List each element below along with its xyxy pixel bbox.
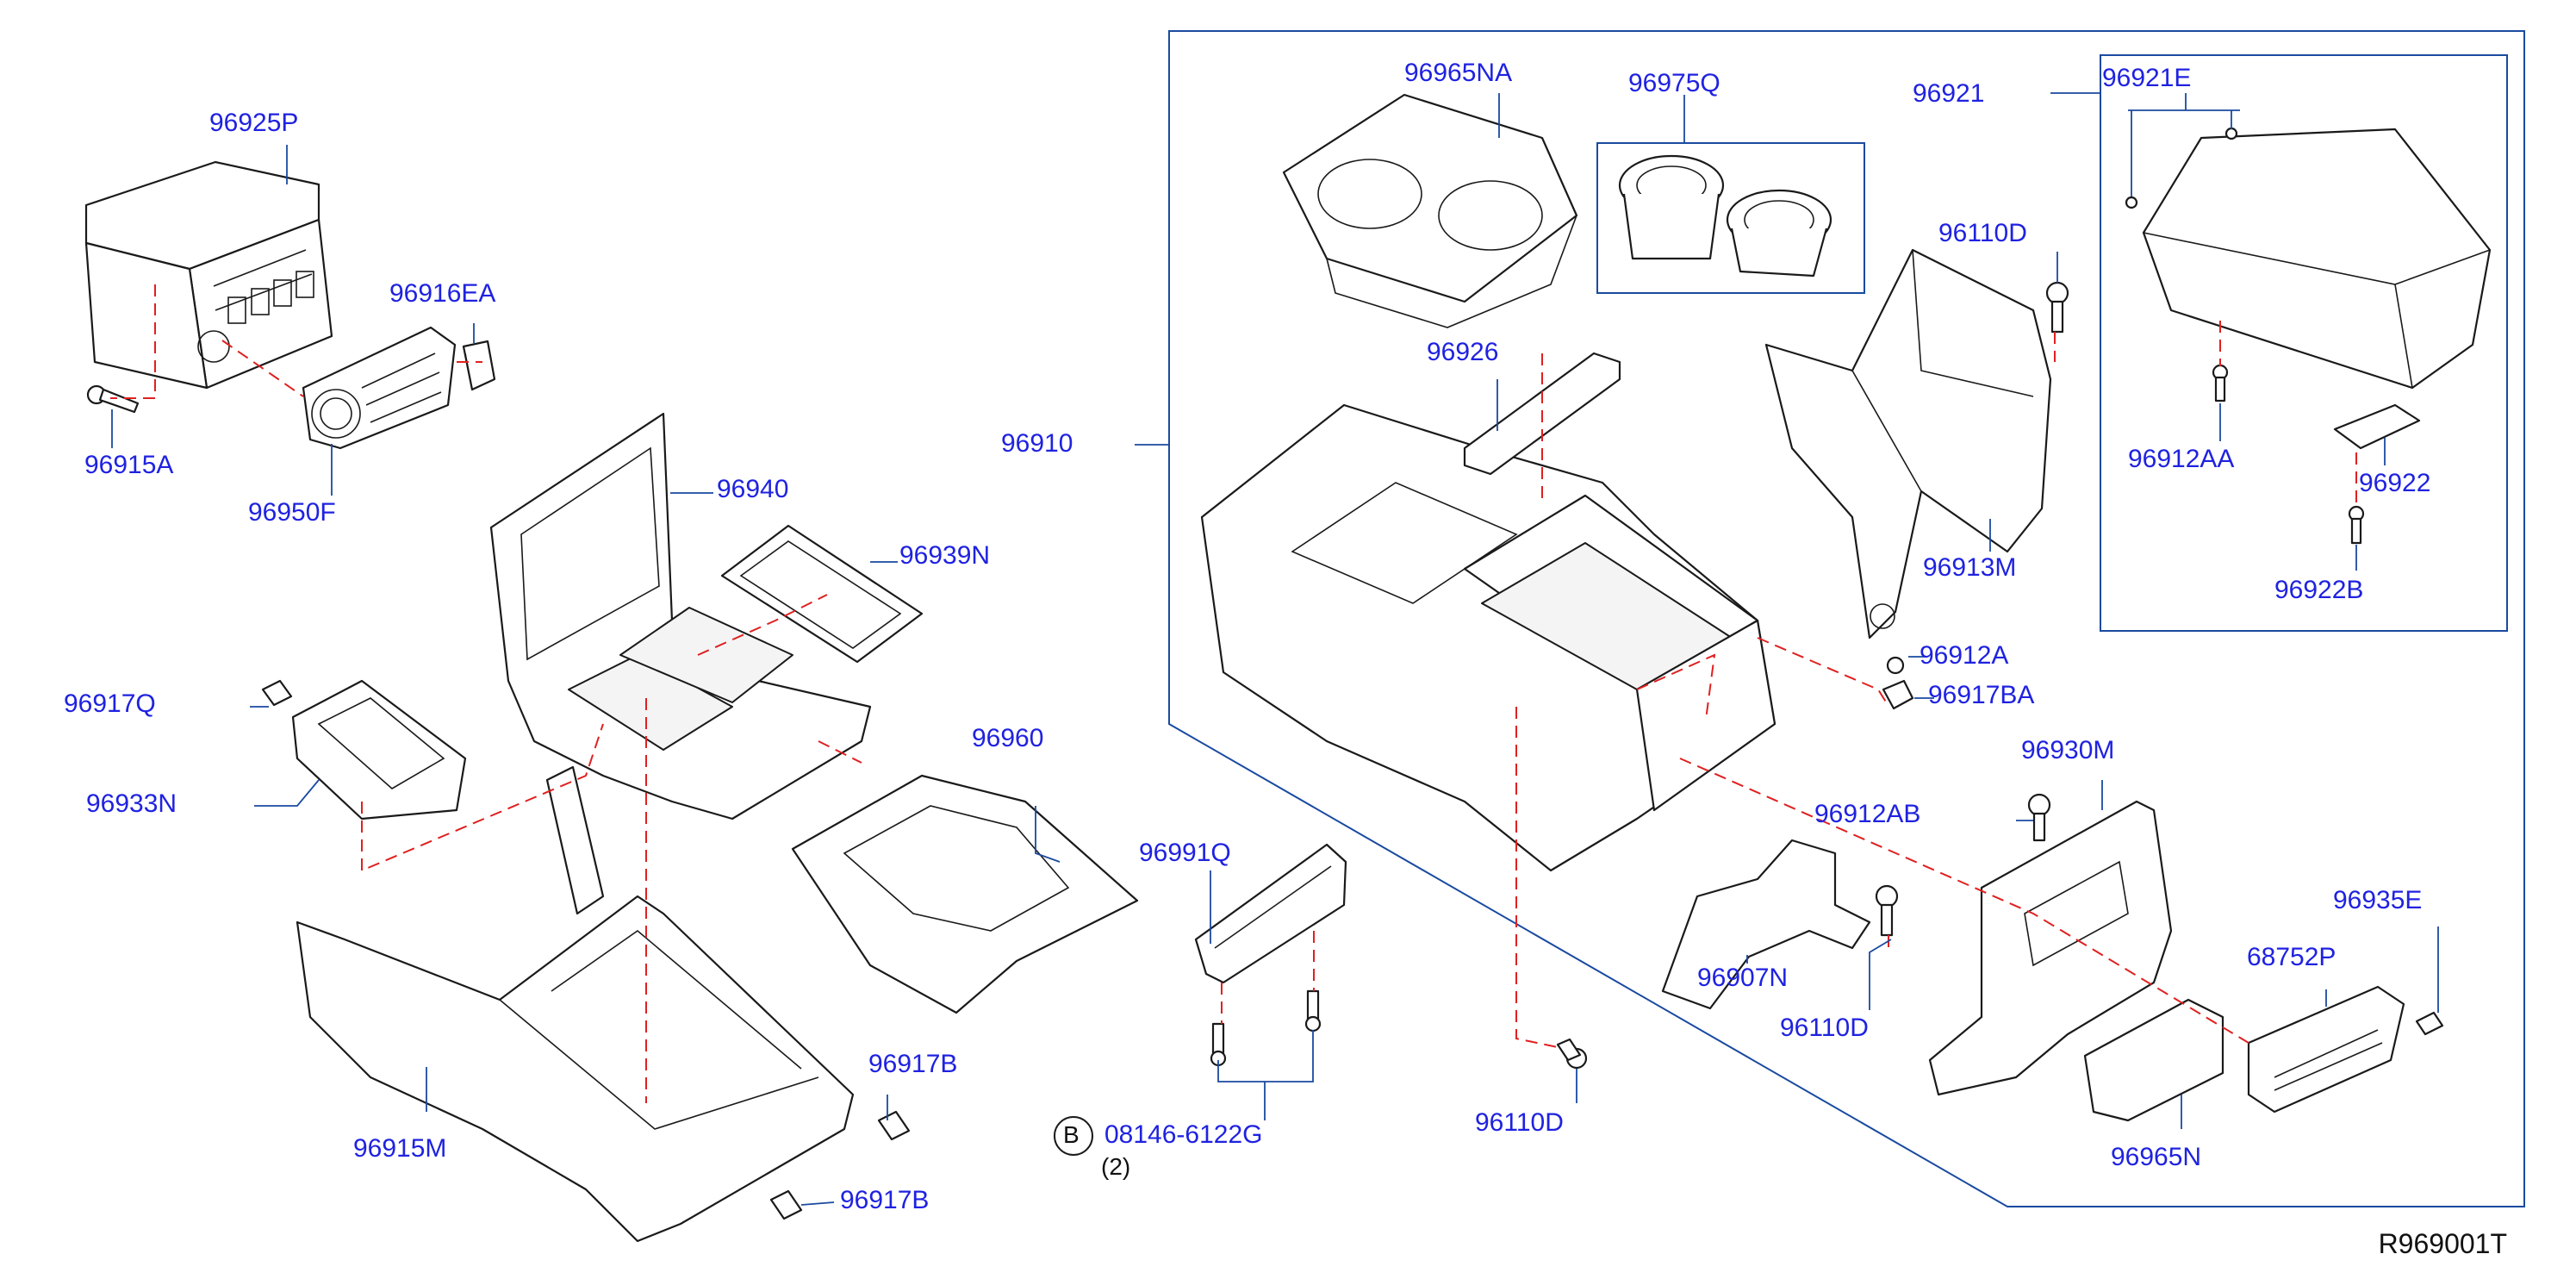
part-96907N (1661, 839, 1871, 1010)
label-08146-6122G: 08146-6122G (1104, 1120, 1263, 1149)
label-96916EA: 96916EA (389, 279, 496, 308)
label-96933N: 96933N (86, 789, 177, 818)
label-96910: 96910 (1001, 429, 1073, 458)
part-96960 (791, 774, 1139, 1014)
leader-lines (111, 92, 2439, 1206)
part-08146-bolts (1210, 989, 1322, 1067)
label-96940: 96940 (717, 475, 789, 503)
part-96912A (1886, 656, 1905, 675)
part-68752P (2247, 985, 2405, 1114)
label-96950F: 96950F (248, 498, 336, 527)
label-96965NA: 96965NA (1404, 59, 1513, 87)
label-68752P: 68752P (2247, 943, 2336, 971)
part-96915A (86, 384, 140, 414)
label-96965N: 96965N (2111, 1143, 2202, 1171)
label-96912A: 96912A (1920, 641, 2009, 670)
part-96935E (2415, 1011, 2444, 1036)
part-96922B (2348, 505, 2365, 545)
label-96913M: 96913M (1923, 553, 2017, 582)
part-96922 (2333, 403, 2421, 450)
part-96965NA (1282, 93, 1578, 328)
label-96917Q: 96917Q (64, 689, 156, 718)
part-96916EA (462, 340, 496, 391)
diagram-code: R969001T (2378, 1228, 2507, 1259)
subassembly-frame-96921 (2100, 54, 2508, 632)
label-96939N: 96939N (899, 541, 991, 570)
label-96935E: 96935E (2333, 886, 2423, 914)
label-96110D-a: 96110D (1938, 219, 2027, 247)
label-96110D-c: 96110D (1475, 1108, 1564, 1137)
callout-circle (1054, 1116, 1093, 1156)
label-96921E: 96921E (2102, 64, 2192, 92)
callout-letter: B (1063, 1121, 1080, 1148)
part-96110D-b (1875, 884, 1899, 937)
part-96110D-c (1556, 1038, 1588, 1070)
part-96912AA (2212, 364, 2229, 402)
label-96930M: 96930M (2021, 736, 2115, 764)
part-96917Q (261, 679, 293, 707)
part-96991Q (1194, 843, 1347, 984)
label-96912AB: 96912AB (1814, 800, 1921, 828)
part-96912AB (2027, 793, 2051, 842)
part-96917B-a (877, 1110, 911, 1141)
label-96925P: 96925P (209, 109, 299, 137)
label-96975Q: 96975Q (1628, 69, 1720, 97)
part-96950F (302, 326, 457, 450)
label-96915M: 96915M (353, 1134, 447, 1163)
label-96907N: 96907N (1697, 964, 1789, 992)
label-96922: 96922 (2359, 469, 2431, 497)
part-96933N (291, 679, 467, 820)
label-96926: 96926 (1427, 338, 1499, 366)
callout-quantity: (2) (1101, 1153, 1131, 1180)
part-96930M (1928, 800, 2173, 1096)
part-96921 (2142, 128, 2492, 390)
assembly-lines (110, 284, 2357, 1103)
part-96925P (84, 160, 333, 390)
label-96917BA: 96917BA (1928, 681, 2035, 709)
label-96912AA: 96912AA (2128, 445, 2235, 473)
part-96910 (1200, 403, 1776, 872)
label-96110D-b: 96110D (1780, 1014, 1869, 1042)
part-96975Q (1618, 154, 1832, 278)
assembly-frame-96910 (1168, 30, 2525, 1207)
label-96921: 96921 (1913, 79, 1985, 108)
label-96917B-a: 96917B (868, 1050, 958, 1078)
label-96922B: 96922B (2274, 576, 2364, 604)
part-96110D-a (2045, 281, 2069, 334)
part-96915M (296, 765, 855, 1243)
part-96940 (489, 412, 872, 820)
subassembly-frame-96975Q (1596, 142, 1865, 294)
part-96939N (720, 524, 924, 664)
part-96913M (1764, 248, 2052, 640)
label-96915A: 96915A (84, 451, 174, 479)
label-96960: 96960 (972, 724, 1044, 752)
part-96917BA (1882, 679, 1914, 710)
label-96991Q: 96991Q (1139, 839, 1231, 867)
label-96917B-b: 96917B (840, 1186, 930, 1214)
part-96965N (2083, 998, 2224, 1122)
part-96917B-b (769, 1189, 803, 1220)
